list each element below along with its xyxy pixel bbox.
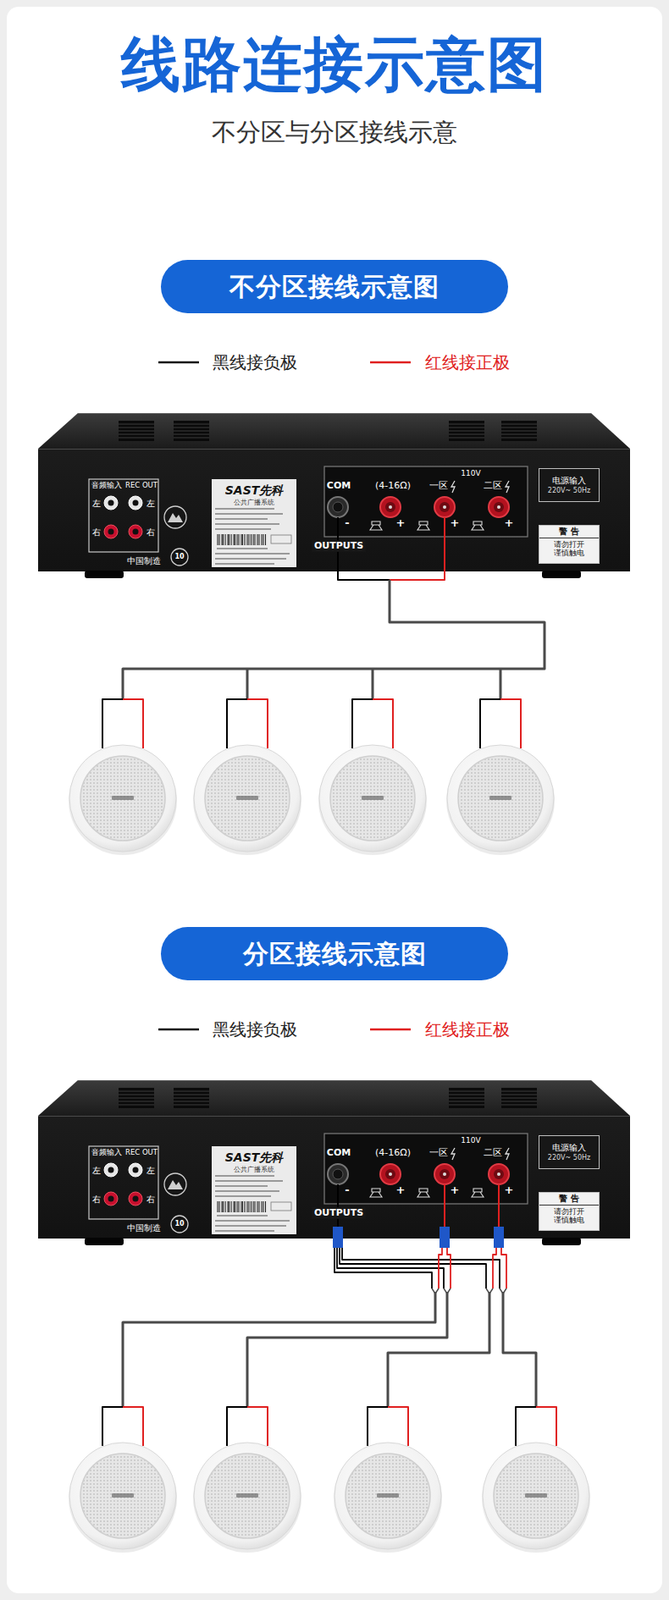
warning-title: 警 告: [539, 525, 599, 539]
channel-label: 右: [92, 527, 101, 537]
zone-label: 二区: [483, 481, 503, 492]
pill-text: 分区接线示意图: [243, 939, 427, 970]
subtitle: 不分区与分区接线示意: [211, 119, 458, 147]
panel-label: 音频输入: [91, 1149, 122, 1158]
channel-label: 左: [146, 498, 155, 509]
amplifier-rear: [38, 413, 631, 579]
nameplate: SAST先科公共广播系统: [211, 479, 297, 507]
power-rating: 220V~ 50Hz: [547, 486, 591, 496]
legend-text: 红线接正极: [425, 1019, 510, 1040]
polarity-sign: +: [396, 1184, 406, 1197]
warning-title: 警 告: [539, 1193, 599, 1206]
page-frame: [6, 6, 663, 1594]
terminal-label: COM: [326, 481, 351, 492]
power-input-box: 电源输入220V~ 50Hz: [538, 1135, 600, 1170]
channel-label: 左: [92, 1166, 101, 1176]
product-type: 公共广播系统: [233, 1166, 275, 1174]
channel-label: 右: [146, 1194, 155, 1205]
outputs-label: OUTPUTS: [311, 540, 366, 553]
nameplate: SAST先科公共广播系统: [211, 1146, 297, 1174]
warning-text: 请勿打开 谨慎触电: [539, 538, 599, 559]
wires-unzoned: [102, 517, 545, 749]
terminal-label: (4-16Ω): [375, 1148, 411, 1159]
polarity-sign: -: [344, 1184, 349, 1197]
ceiling-speakers: [68, 745, 591, 1554]
polarity-sign: +: [450, 517, 460, 530]
wires-zoned: [102, 1184, 557, 1447]
product-type: 公共广播系统: [233, 498, 275, 507]
origin-label: 中国制造: [127, 556, 161, 566]
warning-label: 警 告请勿打开 谨慎触电: [538, 1192, 600, 1232]
voltage-label: 110V: [460, 469, 481, 479]
polarity-sign: +: [396, 517, 406, 530]
panel-label: REC OUT: [125, 481, 158, 490]
panel-label: 音频输入: [91, 481, 122, 491]
terminal-label: (4-16Ω): [375, 481, 411, 492]
terminal-label: COM: [326, 1148, 351, 1159]
channel-label: 右: [92, 1194, 101, 1205]
outputs-label: OUTPUTS: [311, 1207, 366, 1220]
power-input-box: 电源输入220V~ 50Hz: [538, 468, 600, 503]
power-rating: 220V~ 50Hz: [547, 1154, 591, 1163]
polarity-sign: +: [504, 1184, 515, 1197]
zone-label: 一区: [429, 481, 448, 492]
legend-text: 红线接正极: [425, 352, 510, 373]
pill-text: 不分区接线示意图: [229, 271, 440, 303]
power-title: 电源输入: [552, 1143, 587, 1153]
icon-number: 10: [174, 553, 184, 562]
power-title: 电源输入: [552, 475, 587, 486]
warning-label: 警 告请勿打开 谨慎触电: [538, 525, 600, 564]
zone-label: 一区: [429, 1148, 448, 1159]
channel-label: 右: [146, 527, 155, 537]
panel-label: REC OUT: [125, 1149, 158, 1157]
title-pill: 分区接线示意图: [160, 927, 509, 981]
polarity-sign: +: [450, 1184, 460, 1197]
warning-text: 请勿打开 谨慎触电: [539, 1205, 599, 1227]
amplifier-rear: [38, 1080, 631, 1246]
icon-number: 10: [174, 1221, 184, 1229]
legend-text: 黑线接负极: [212, 352, 298, 373]
polarity-sign: +: [504, 517, 515, 530]
voltage-label: 110V: [460, 1137, 481, 1146]
title-pill: 不分区接线示意图: [160, 259, 509, 314]
origin-label: 中国制造: [127, 1223, 161, 1233]
brand-logo: SAST先科: [225, 1150, 284, 1166]
channel-label: 左: [92, 498, 101, 509]
polarity-sign: -: [344, 517, 349, 530]
zone-label: 二区: [483, 1148, 503, 1159]
channel-label: 左: [146, 1166, 155, 1176]
legend-text: 黑线接负极: [212, 1019, 298, 1040]
brand-logo: SAST先科: [225, 483, 284, 498]
diagram-title: 线路连接示意图: [0, 30, 669, 99]
